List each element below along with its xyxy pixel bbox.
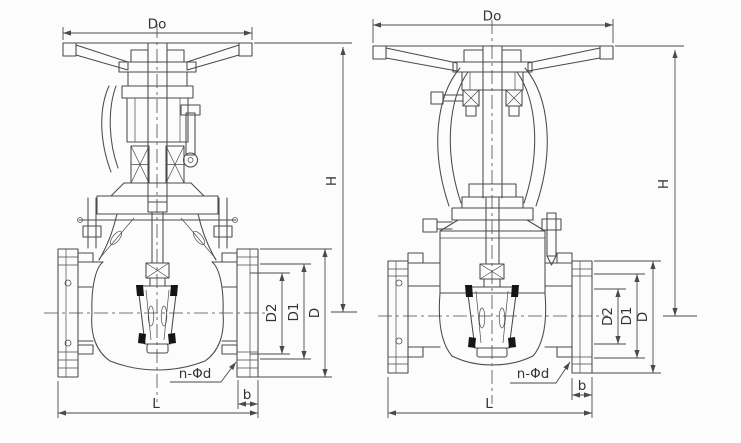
bonnet-bolts [82,197,233,249]
eyebolt [185,112,196,156]
dim-d-left: D [240,248,332,378]
side-bolt [430,91,444,105]
tube-lines [407,285,573,348]
dim-label-bolt-holes-left: n-Φd [179,366,212,382]
packing-gland [130,145,185,184]
dim-label-h-right: H [656,179,672,189]
left-dimensions: Do H D D1 D2 [57,17,357,418]
dim-d-right: D [575,260,661,374]
seat-seal [468,337,476,348]
right-centerlines [378,20,608,404]
chamber [438,292,547,366]
dim-label-b-left: b [243,387,252,403]
dim-d2-left: D2 [250,272,290,355]
dim-l-left: L [57,380,259,418]
neck [98,213,217,261]
dim-label-l-left: L [152,396,160,412]
left-handwheel [62,42,253,73]
dim-bolt-holes-left: n-Φd [170,361,237,383]
left-valve-view: Do H D D1 D2 [44,17,357,418]
left-yoke-bonnet [77,71,238,249]
dim-d2-right: D2 [594,288,626,345]
dim-label-d1-left: D1 [286,303,302,322]
dim-bolt-holes-right: n-Φd [510,361,571,384]
dim-h-left: H [254,42,357,313]
left-wedge [136,262,178,354]
right-valve-view: Do H D D1 D2 [372,9,697,418]
dim-label-do-left: Do [148,17,167,33]
yoke-arms [437,67,548,207]
seat-seal [508,337,516,348]
right-handwheel [372,45,614,73]
dim-label-do-right: Do [483,9,502,25]
right-yoke-gland [422,67,562,266]
right-flanges [387,260,593,374]
dim-l-right: L [387,377,593,418]
dim-h-right: H [615,45,697,317]
dim-b-left: b [237,380,259,409]
dim-label-l-right: L [485,396,493,412]
seat-seal [136,285,144,296]
dim-do-right: Do [372,9,614,43]
gussets [98,217,217,260]
dim-label-d-left: D [307,308,323,318]
seat-seal [138,333,146,344]
gland-bolt [422,218,438,233]
dim-d1-left: D1 [260,263,311,360]
dim-label-h-left: H [324,176,340,186]
left-stem [147,42,168,264]
seat-seal [170,285,178,296]
dim-label-d2-left: D2 [264,304,280,323]
seat-seal [168,333,176,344]
chamber [91,261,224,371]
dim-b-right: b [571,378,593,400]
left-centerlines [44,24,268,402]
dim-label-b-right: b [578,378,587,394]
right-dimensions: Do H D D1 D2 [372,9,697,418]
dim-do-left: Do [62,17,253,40]
right-body [407,230,573,366]
right-wedge [465,263,519,358]
tube-lines [77,286,238,342]
dim-label-bolt-holes-right: n-Φd [517,366,550,382]
dim-d1-right: D1 [594,273,645,359]
dim-label-d1-right: D1 [619,307,635,326]
dim-label-d2-right: D2 [600,307,616,326]
seat-seal [511,285,519,297]
dim-label-d-right: D [635,312,651,322]
pressure-seal-bonnet [439,230,546,294]
yoke-arm [101,85,119,173]
left-body [77,213,238,371]
seat-seal [465,285,473,297]
bonnet-flange [96,195,219,215]
